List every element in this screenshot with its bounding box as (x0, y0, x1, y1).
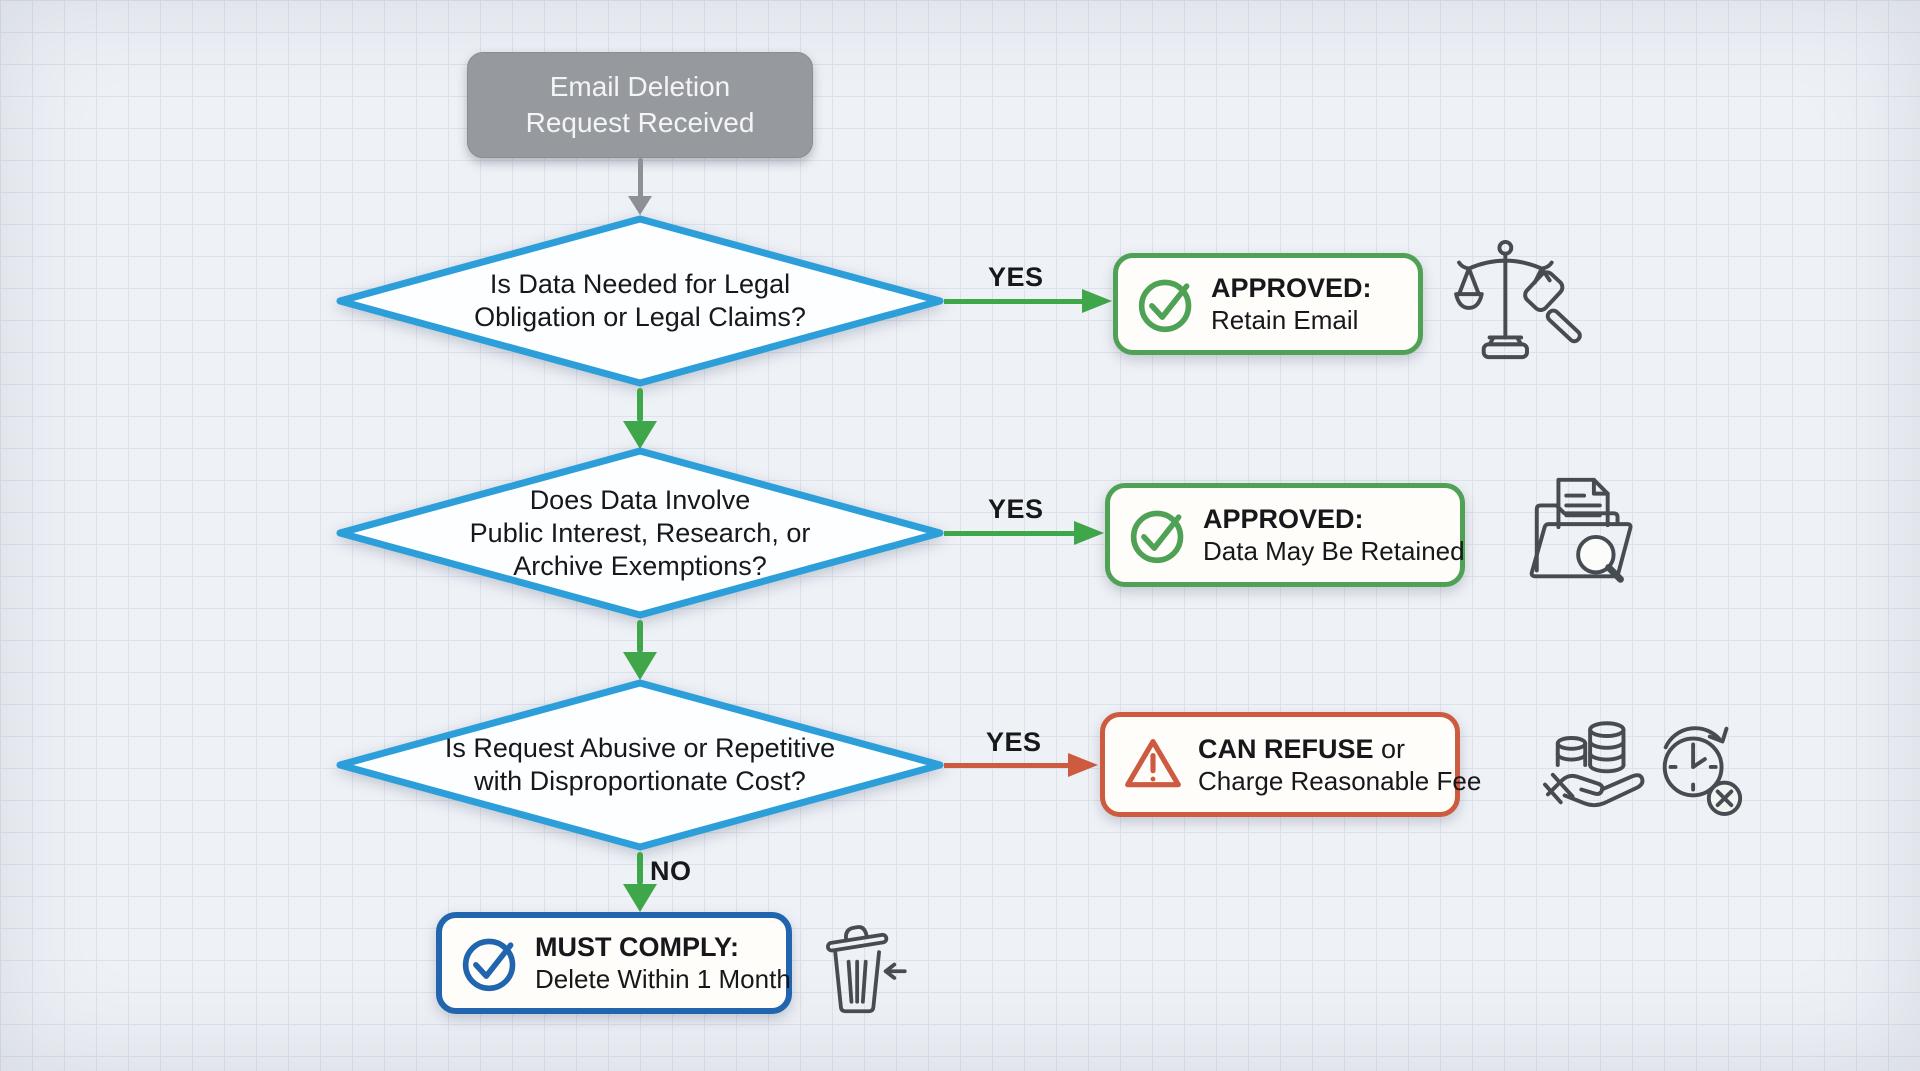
outcome3-text: CAN REFUSE or Charge Reasonable Fee (1198, 733, 1482, 796)
decision3-line1: Is Request Abusive or Repetitive (444, 733, 836, 763)
check-circle-icon (1136, 274, 1196, 334)
connector-decision1-to-decision2 (637, 388, 643, 422)
decision3-line2: with Disproportionate Cost? (474, 766, 806, 796)
outcome3-line2: Charge Reasonable Fee (1198, 765, 1482, 796)
arrowhead-down-green-1 (623, 421, 657, 449)
trash-delete-icon (812, 916, 908, 1016)
diamond-shape (336, 447, 944, 619)
hand-coins-icon (1543, 710, 1648, 816)
start-node-label-line2: Request Received (525, 107, 755, 138)
folder-search-icon (1528, 468, 1646, 598)
outcome4-strong: MUST COMPLY: (535, 932, 740, 962)
decision-node-legal-obligation: Is Data Needed for Legal Obligation or L… (336, 215, 944, 387)
decision2-line2: Public Interest, Research, or (469, 517, 811, 548)
connector-yes-3 (944, 763, 1068, 768)
outcome1-line2: Retain Email (1211, 305, 1359, 335)
outcome1-text: APPROVED: Retain Email (1211, 272, 1372, 336)
outcome-node-must-comply: MUST COMPLY: Delete Within 1 Month (436, 912, 792, 1014)
outcome3-strong: CAN REFUSE (1198, 733, 1374, 764)
diamond-shape (336, 679, 944, 851)
connector-yes-2 (944, 531, 1074, 536)
decision3-text: Is Request Abusive or Repetitive with Di… (336, 679, 944, 851)
start-node-email-deletion-request: Email Deletion Request Received (467, 52, 813, 158)
outcome4-text: MUST COMPLY: Delete Within 1 Month (535, 931, 791, 995)
connector-decision2-to-decision3 (637, 620, 643, 653)
outcome-node-can-refuse: CAN REFUSE or Charge Reasonable Fee (1100, 712, 1481, 817)
decision1-text: Is Data Needed for Legal Obligation or L… (336, 215, 944, 387)
clock-deadline-icon (1650, 708, 1748, 821)
decision-node-public-interest: Does Data Involve Public Interest, Resea… (336, 447, 944, 619)
connector-decision3-to-outcome4 (637, 852, 643, 885)
outcome4-line2: Delete Within 1 Month (535, 964, 791, 994)
start-node-label-line1: Email Deletion (549, 71, 731, 102)
decision2-line1: Does Data Involve (529, 484, 751, 515)
arrowhead-right-red (1068, 753, 1098, 777)
arrowhead-down-gray (628, 196, 652, 215)
outcome2-strong: APPROVED: (1203, 504, 1364, 534)
yes-label-2: YES (988, 494, 1044, 524)
connector-yes-1 (944, 299, 1082, 304)
arrowhead-down-green-2 (623, 652, 657, 680)
scales-gavel-icon (1452, 238, 1604, 366)
outcome-node-data-retained: APPROVED: Data May Be Retained (1105, 483, 1465, 587)
outcome1-strong: APPROVED: (1211, 273, 1372, 303)
decision2-line3: Archive Exemptions? (513, 550, 767, 581)
decision1-line1: Is Data Needed for Legal (489, 269, 791, 299)
outcome2-text: APPROVED: Data May Be Retained (1203, 503, 1465, 567)
yes-label-3: YES (986, 727, 1042, 757)
check-circle-icon (1128, 505, 1188, 565)
diamond-shape (336, 215, 944, 387)
outcome-node-retain-email: APPROVED: Retain Email (1113, 253, 1423, 355)
arrowhead-right-green-1 (1082, 289, 1112, 313)
decision1-line2: Obligation or Legal Claims? (474, 302, 806, 332)
check-circle-icon (460, 933, 520, 993)
arrowhead-down-green-3 (623, 884, 657, 912)
decision2-text: Does Data Involve Public Interest, Resea… (336, 447, 944, 619)
arrowhead-right-green-2 (1074, 521, 1104, 545)
decision-node-abusive-request: Is Request Abusive or Repetitive with Di… (336, 679, 944, 851)
no-label: NO (650, 856, 692, 886)
yes-label-1: YES (988, 262, 1044, 292)
connector-start-to-decision1 (638, 158, 643, 198)
outcome2-line2: Data May Be Retained (1203, 536, 1465, 566)
warning-triangle-icon (1123, 735, 1183, 795)
